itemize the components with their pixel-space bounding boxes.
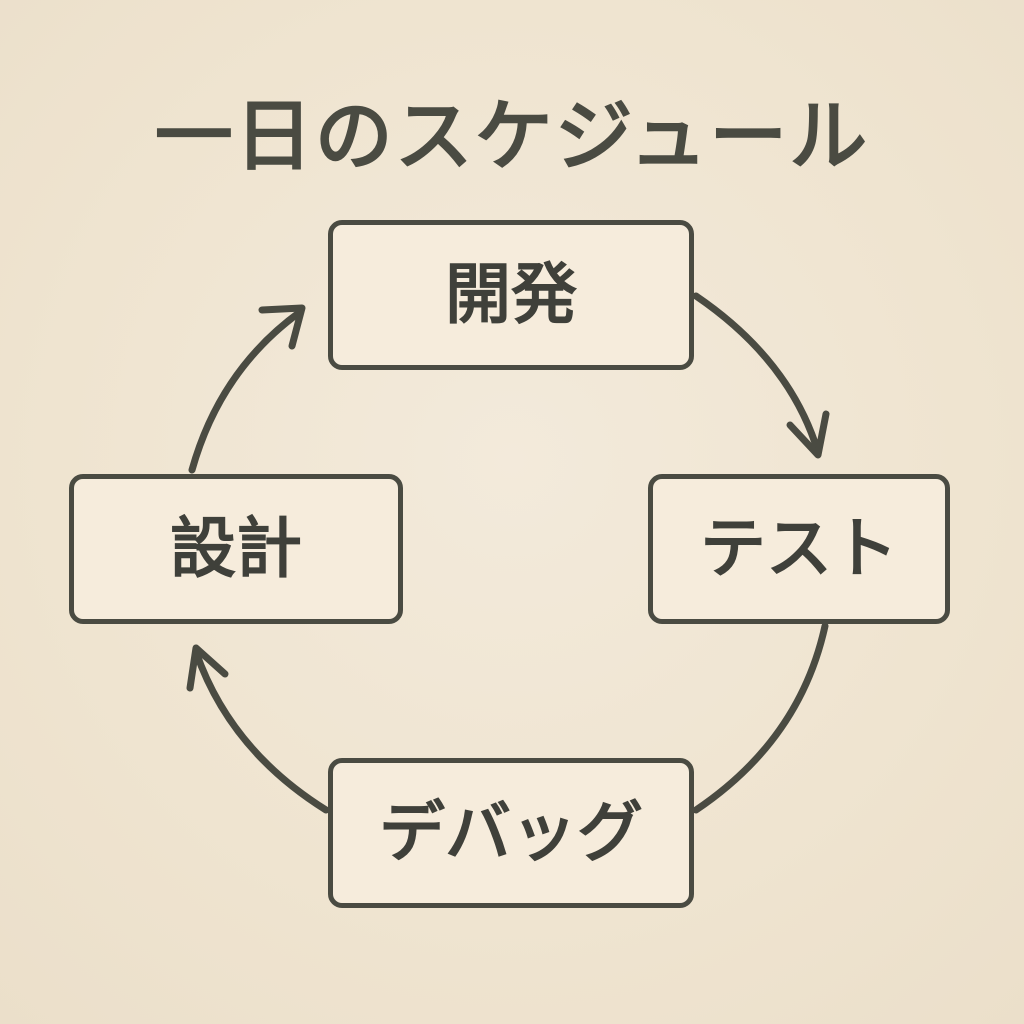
node-test-label: テスト xyxy=(700,510,898,587)
arrowhead-debug-to-design xyxy=(186,644,229,692)
node-design-label: 設計 xyxy=(170,510,302,587)
arrowhead-dev-to-test xyxy=(786,410,830,459)
node-test: テスト xyxy=(648,474,950,624)
edge-dev-to-test xyxy=(692,292,822,456)
diagram-title: 一日のスケジュール xyxy=(154,92,870,182)
node-debug: デバッグ xyxy=(328,758,694,908)
arrowhead-design-to-dev xyxy=(258,304,306,350)
node-debug-label: デバッグ xyxy=(379,794,643,871)
node-design: 設計 xyxy=(69,474,403,624)
edge-debug-to-design xyxy=(192,648,330,814)
node-dev: 開発 xyxy=(328,220,694,370)
node-dev-label: 開発 xyxy=(445,256,577,333)
edge-test-to-debug xyxy=(692,622,829,814)
edge-design-to-dev xyxy=(188,308,304,474)
